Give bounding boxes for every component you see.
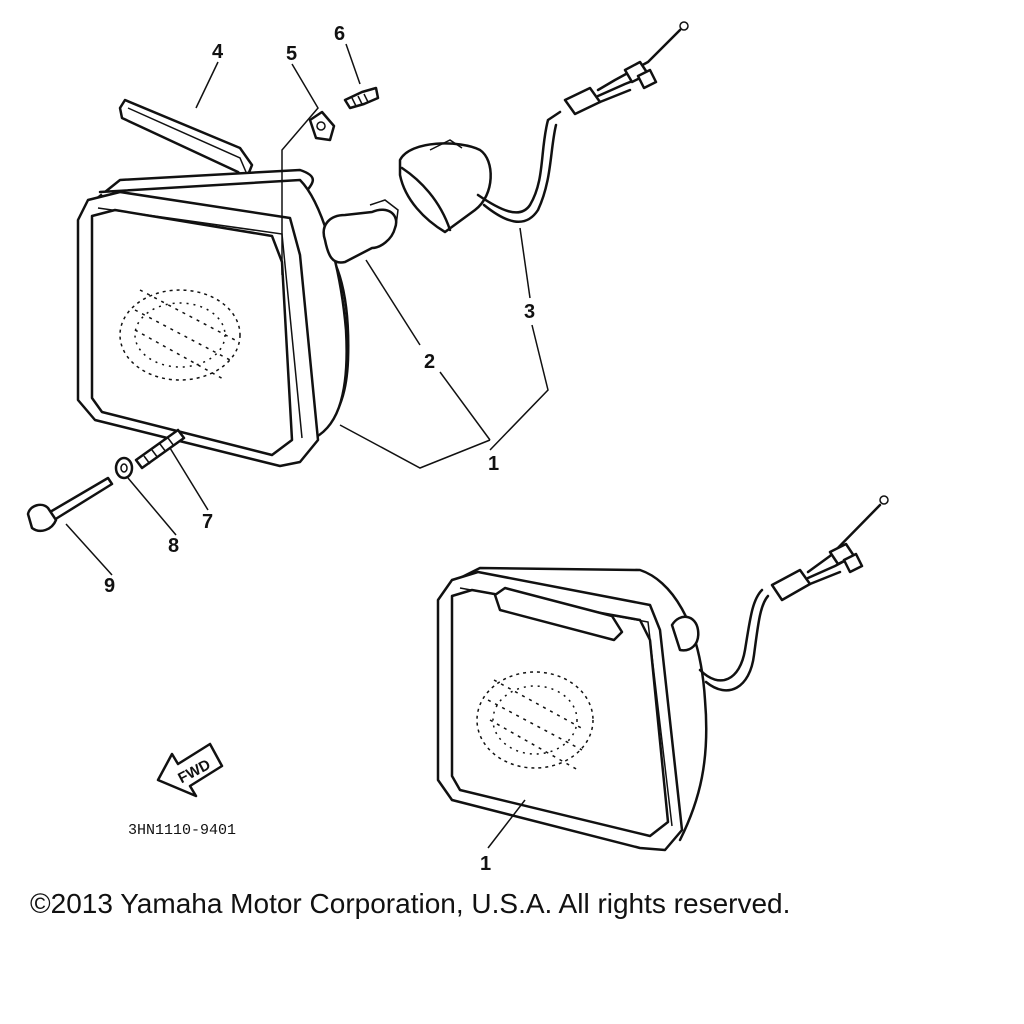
- callout-7: 7: [202, 511, 213, 533]
- callout-3: 3: [524, 301, 535, 323]
- visor-strip-part-4: [118, 98, 254, 182]
- clip-nut-part-5: [308, 110, 336, 142]
- washer-part-8: [114, 456, 134, 480]
- fwd-arrow-icon: FWD: [156, 742, 224, 798]
- callout-1-upper: 1: [488, 453, 499, 475]
- bulb-part-2: [322, 199, 399, 264]
- copyright-notice: ©2013 Yamaha Motor Corporation, U.S.A. A…: [30, 888, 791, 919]
- bolt-part-9: [26, 476, 114, 532]
- socket-cable-part-3: [398, 21, 689, 234]
- callout-5: 5: [286, 43, 297, 65]
- headlight-upper: [76, 168, 350, 468]
- callout-9: 9: [104, 575, 115, 597]
- leader-lines: [65, 43, 549, 849]
- callout-1-lower: 1: [480, 853, 491, 875]
- parts-diagram: 4 5 6 3 2 1 7 8 9 1 FWD 3HN1110-9401: [26, 21, 889, 875]
- callout-8: 8: [168, 535, 179, 557]
- headlight-lower: [436, 495, 889, 852]
- screw-part-6: [343, 86, 380, 110]
- drawing-code: 3HN1110-9401: [128, 822, 236, 839]
- callout-2: 2: [424, 351, 435, 373]
- screw-part-7: [134, 428, 186, 470]
- callout-6: 6: [334, 23, 345, 45]
- callout-4: 4: [212, 41, 224, 63]
